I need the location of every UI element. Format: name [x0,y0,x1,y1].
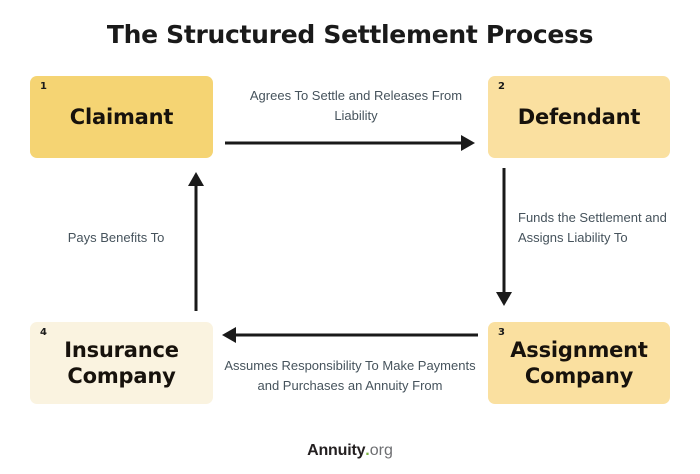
node-insurance-company-number: 4 [40,327,47,338]
node-defendant-number: 2 [498,81,505,92]
node-claimant-label: Claimant [69,104,174,129]
page-title: The Structured Settlement Process [106,20,594,49]
connector-label-agrees-to-settle: Agrees To Settle and Releases From Liabi… [249,88,463,124]
node-claimant-number: 1 [40,81,47,92]
arrow-down-icon [494,168,514,306]
logo-tld-text: org [369,442,393,459]
connector-label-assumes-responsibility: Assumes Responsibility To Make Payments … [224,358,476,394]
logo-dot: . [365,442,370,459]
node-defendant: 2 Defendant [488,76,670,158]
arrow-right-icon [225,133,475,153]
node-assignment-company-number: 3 [498,327,505,338]
connector-label-pays-benefits-to: Pays Benefits To [67,230,165,245]
node-insurance-company-label: Insurance Company [64,337,179,388]
logo-brand-text: Annuity [307,442,366,459]
connector-label-funds-the-settlement: Funds the Settlement and Assigns Liabili… [518,210,667,246]
arrow-left-icon [222,325,478,345]
node-assignment-company-label: Assignment Company [510,337,648,388]
node-claimant: 1 Claimant [30,76,213,158]
node-insurance-company: 4 Insurance Company [30,322,213,404]
node-assignment-company: 3 Assignment Company [488,322,670,404]
arrow-up-icon [186,172,206,311]
site-logo: Annuity.org [0,443,700,459]
node-defendant-label: Defendant [517,104,641,129]
